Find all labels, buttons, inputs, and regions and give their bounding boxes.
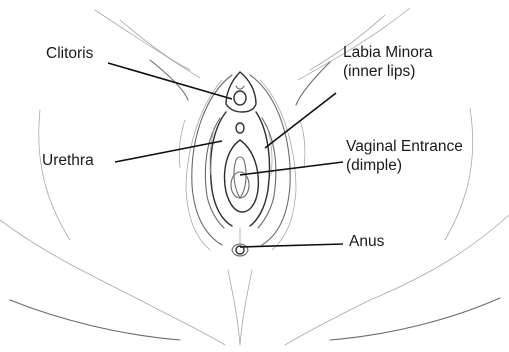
- clitoral-region: [226, 72, 256, 112]
- leader-clitoris: [108, 63, 232, 99]
- label-urethra: Urethra: [42, 151, 94, 170]
- label-anus: Anus: [349, 232, 384, 251]
- label-vaginal-entrance-line2: (dimple): [346, 156, 463, 175]
- label-vaginal-entrance: Vaginal Entrance (dimple): [346, 137, 463, 175]
- perineum: [228, 228, 252, 345]
- labia-minora: [205, 112, 275, 228]
- labia-majora: [179, 75, 305, 250]
- leader-anus: [240, 244, 343, 247]
- label-labia-minora: Labia Minora (inner lips): [343, 43, 433, 81]
- label-labia-minora-line1: Labia Minora: [343, 43, 433, 62]
- vestibule: [225, 123, 259, 212]
- label-vaginal-entrance-line1: Vaginal Entrance: [346, 137, 463, 156]
- label-labia-minora-line2: (inner lips): [343, 62, 433, 81]
- leader-lines: [108, 63, 343, 247]
- label-clitoris: Clitoris: [46, 44, 93, 63]
